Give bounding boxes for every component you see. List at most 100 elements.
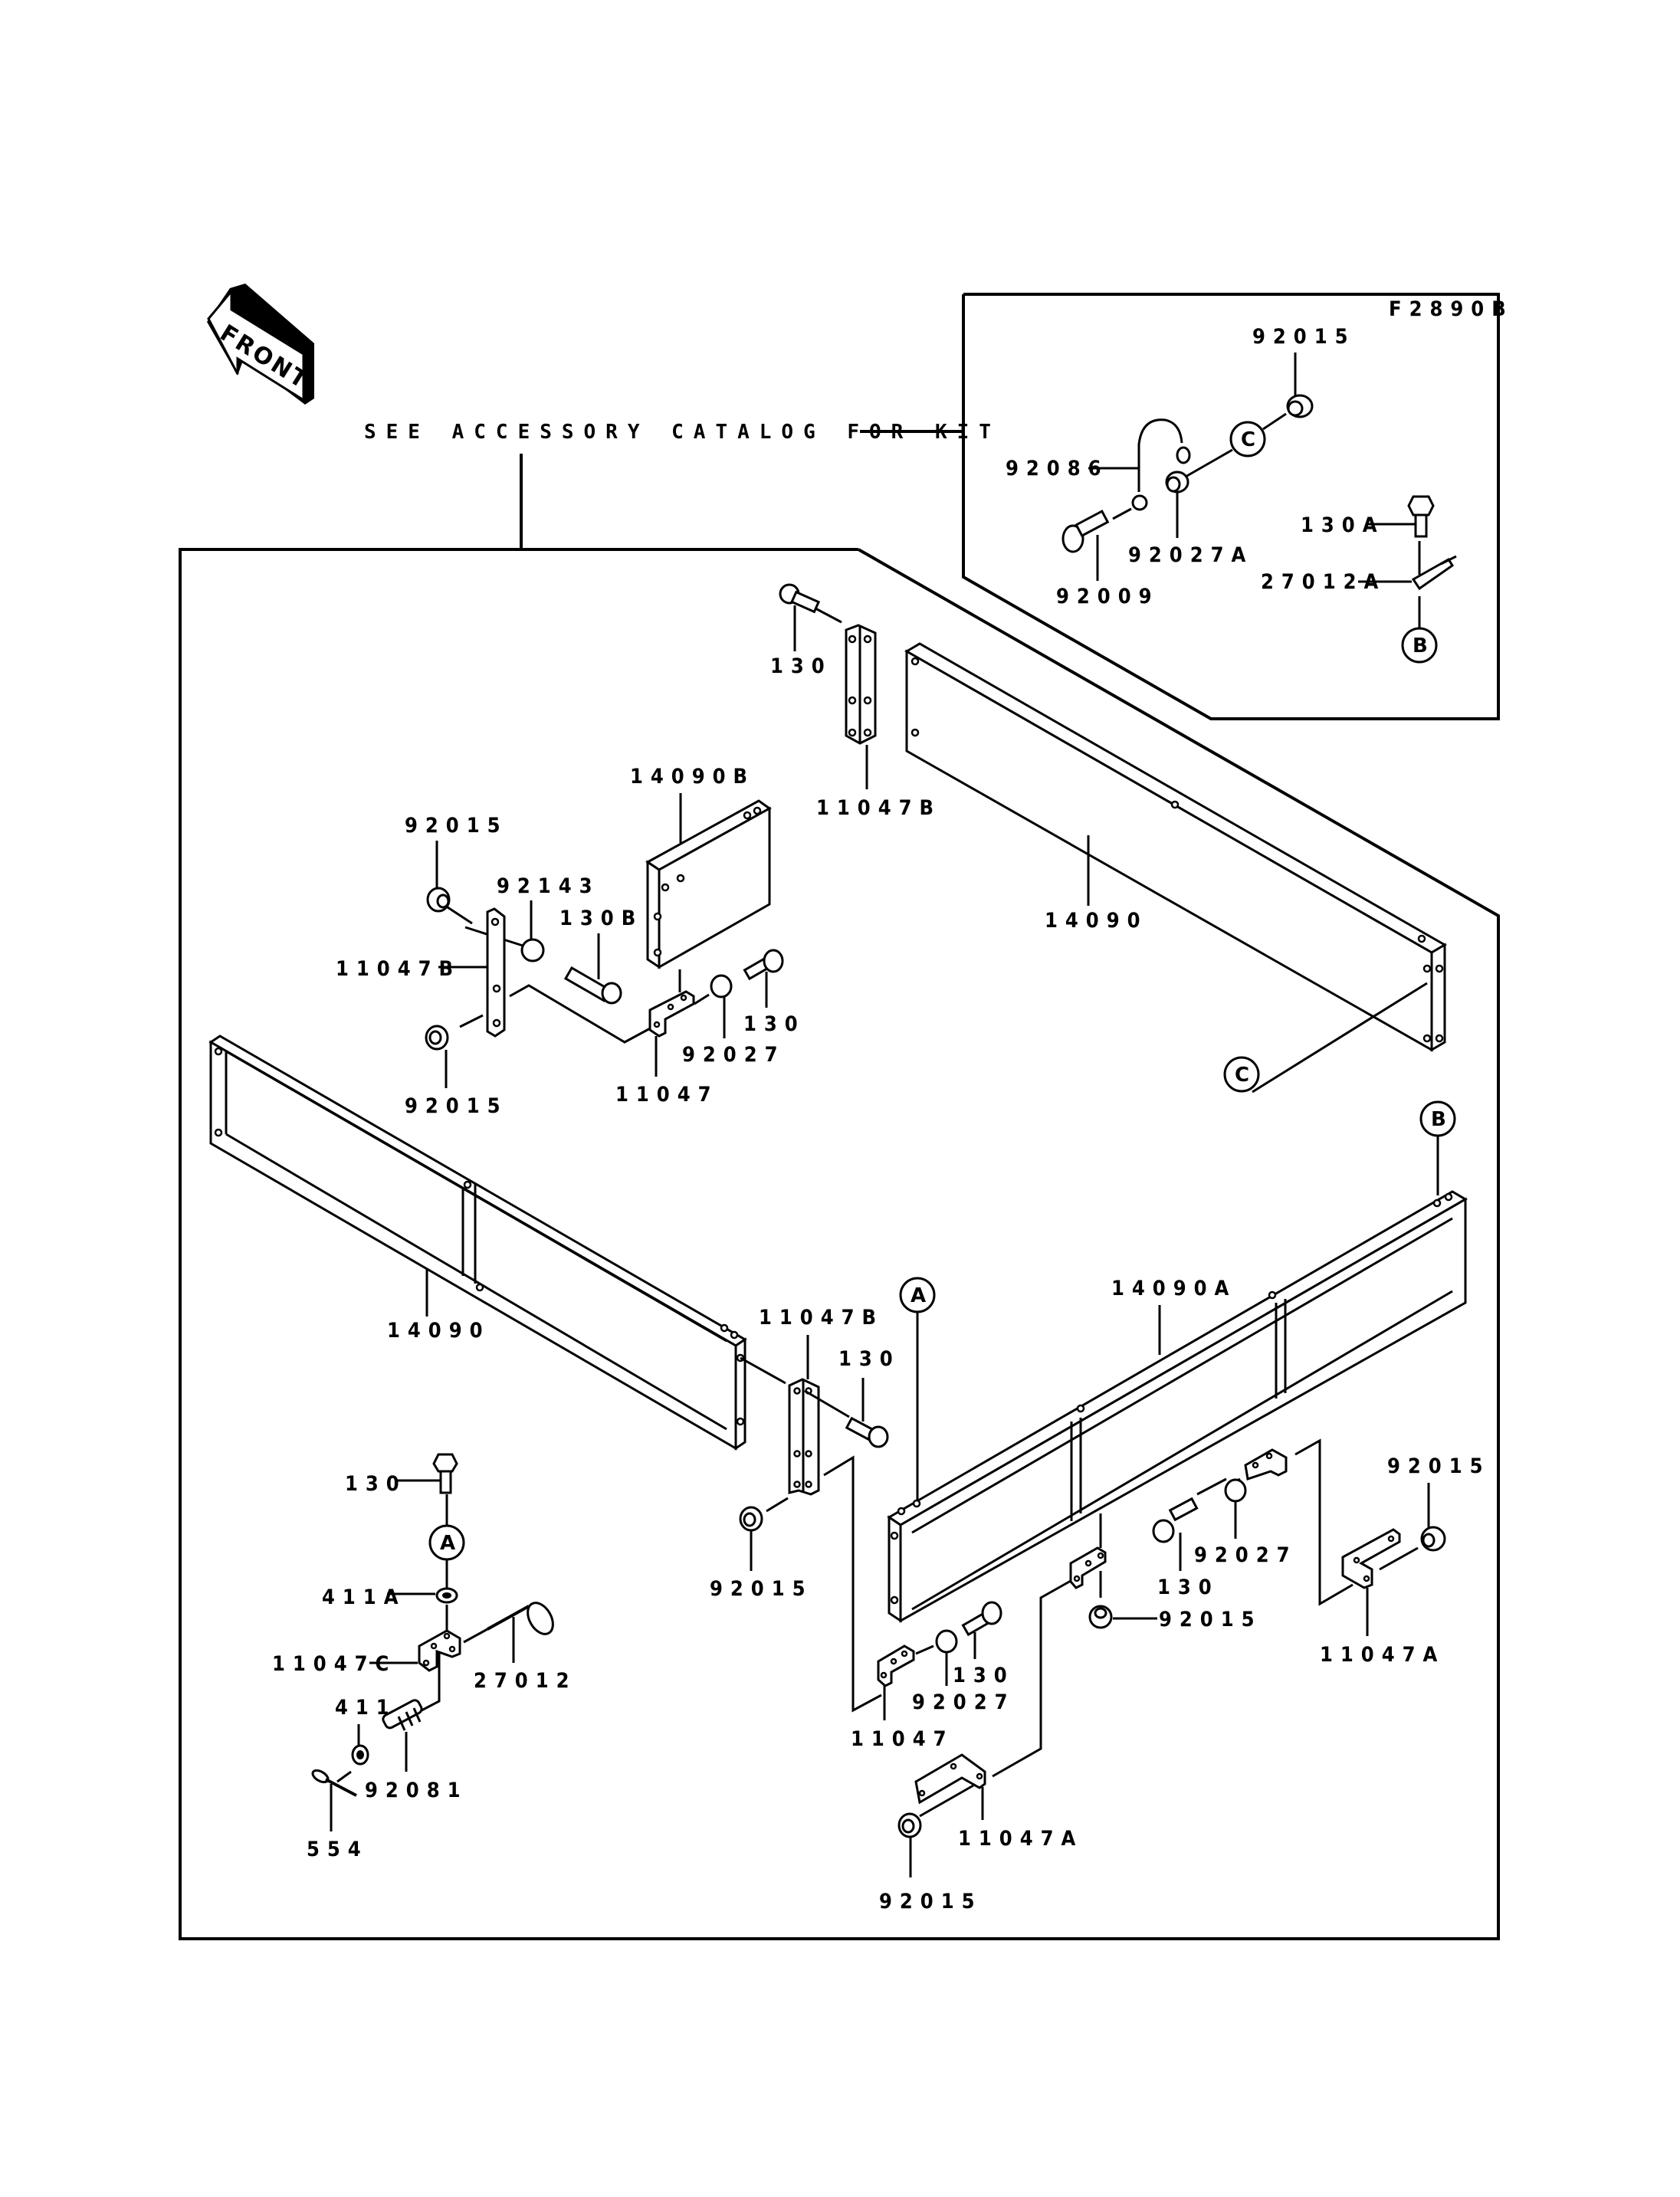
label-92009: 92009: [1056, 585, 1160, 608]
collar-92027-right: [1224, 1478, 1247, 1503]
bolt-130-right: [1152, 1497, 1199, 1543]
bracket-center: [1069, 1546, 1107, 1589]
label-130a: 130A: [1301, 513, 1385, 537]
nut-92015-ul: [426, 887, 451, 913]
figure-code: F2890B: [1389, 297, 1514, 321]
label-11047b-left: 11047B: [336, 957, 461, 981]
svg-text:A: A: [911, 1284, 926, 1307]
label-130-top: 130: [770, 654, 832, 678]
leader: [509, 984, 654, 1044]
label-14090-top: 14090: [1045, 909, 1148, 933]
label-130-ul: 130: [743, 1012, 806, 1036]
collar-92027-center: [935, 1629, 958, 1654]
label-411a: 411A: [322, 1585, 406, 1609]
spring-92081: [382, 1699, 423, 1731]
bracket-11047a-right: [1341, 1528, 1401, 1589]
svg-text:B: B: [1413, 635, 1428, 657]
label-11047a-bottom: 11047A: [958, 1827, 1083, 1851]
label-554: 554: [307, 1838, 369, 1861]
label-130-right: 130: [1157, 1576, 1219, 1599]
label-14090-left: 14090: [387, 1319, 491, 1343]
label-92015-right: 92015: [1387, 1454, 1491, 1478]
label-14090b: 14090B: [630, 765, 755, 789]
leader: [1294, 1438, 1354, 1606]
label-92081: 92081: [365, 1779, 468, 1802]
label-411: 411: [335, 1696, 397, 1720]
bolt-130-ul: [743, 949, 784, 981]
svg-text:A: A: [440, 1532, 455, 1555]
panel-14090-top: [904, 642, 1447, 1052]
bolt-130-top: [779, 583, 821, 614]
bolt-130-center: [961, 1601, 1002, 1637]
washer-411a: [435, 1587, 458, 1604]
bracket-11047-ul: [648, 990, 695, 1038]
pin-27012: [487, 1602, 554, 1635]
ref-circle-c-main: C: [1223, 1056, 1260, 1093]
label-11047a-right: 11047A: [1320, 1643, 1445, 1667]
ref-circle-a-main: A: [899, 1277, 936, 1313]
pin-27012a: [1411, 555, 1457, 591]
clip-554: [311, 1769, 357, 1797]
label-92027-right: 92027: [1194, 1543, 1298, 1567]
label-27012: 27012: [474, 1669, 577, 1693]
inset-frame: [962, 293, 1500, 720]
bracket-11047b-left: [486, 907, 506, 1038]
label-130b: 130B: [559, 907, 643, 930]
bracket-11047-center: [877, 1644, 915, 1687]
nut-92015-center: [1088, 1605, 1113, 1629]
bracket-11047b-top: [845, 624, 877, 745]
label-92027-center: 92027: [912, 1690, 1016, 1714]
bolt-130a: [1407, 495, 1435, 538]
collar-92143: [520, 938, 545, 962]
nut-92015-bottom: [897, 1812, 922, 1838]
collar-92027-ul: [710, 974, 733, 998]
panel-14090b: [645, 799, 772, 969]
bracket-11047c: [418, 1629, 461, 1672]
ref-circle-c-inset: C: [1229, 421, 1266, 457]
label-11047c: 11047C: [272, 1652, 396, 1676]
label-11047b-top: 11047B: [816, 796, 941, 820]
label-92143: 92143: [497, 874, 600, 898]
collar-92027a: [1165, 471, 1189, 494]
label-11047b-mid: 11047B: [759, 1306, 884, 1330]
svg-text:C: C: [1241, 428, 1255, 451]
ref-circle-a-ll: A: [428, 1524, 465, 1561]
panel-14090-left: [208, 1035, 747, 1451]
label-92015-bottom: 92015: [879, 1890, 983, 1913]
leader: [823, 1455, 882, 1713]
label-11047-center: 11047: [851, 1727, 954, 1751]
leader: [421, 1651, 441, 1712]
label-92086: 92086: [1006, 457, 1109, 480]
nut-92015-right: [1420, 1526, 1446, 1552]
label-92015-ul-low: 92015: [405, 1094, 508, 1118]
label-130-ll: 130: [345, 1472, 407, 1496]
bolt-130-ll: [432, 1453, 458, 1494]
label-14090a: 14090A: [1111, 1277, 1236, 1300]
label-92027-ul: 92027: [682, 1043, 786, 1067]
ref-circle-b-inset: B: [1401, 627, 1438, 664]
bracket-right-upper: [1244, 1448, 1288, 1481]
bolt-92009: [1061, 510, 1110, 553]
label-11047-ul: 11047: [615, 1083, 719, 1107]
nut-92015-ul-low: [425, 1025, 449, 1051]
nut-92015-mid: [739, 1506, 763, 1532]
label-92015-center: 92015: [1159, 1608, 1262, 1631]
front-arrow-icon: FRONT: [207, 284, 314, 405]
label-130-mid: 130: [838, 1347, 901, 1371]
label-92015-inset: 92015: [1252, 325, 1356, 349]
washer-411: [351, 1744, 369, 1766]
svg-text:C: C: [1235, 1064, 1249, 1087]
panel-14090a: [887, 1190, 1468, 1623]
bracket-11047a-bottom: [914, 1753, 986, 1805]
bolt-130-mid: [845, 1416, 889, 1448]
bolt-130b: [563, 966, 622, 1005]
ref-circle-b-main: B: [1419, 1100, 1456, 1137]
label-92015-mid: 92015: [710, 1577, 813, 1601]
label-130-center: 130: [953, 1664, 1015, 1687]
label-92015-ul: 92015: [405, 814, 508, 838]
svg-text:B: B: [1431, 1108, 1446, 1131]
wire-92086: [1131, 418, 1191, 511]
main-frame: [179, 548, 1500, 1940]
label-92027a: 92027A: [1128, 543, 1253, 567]
